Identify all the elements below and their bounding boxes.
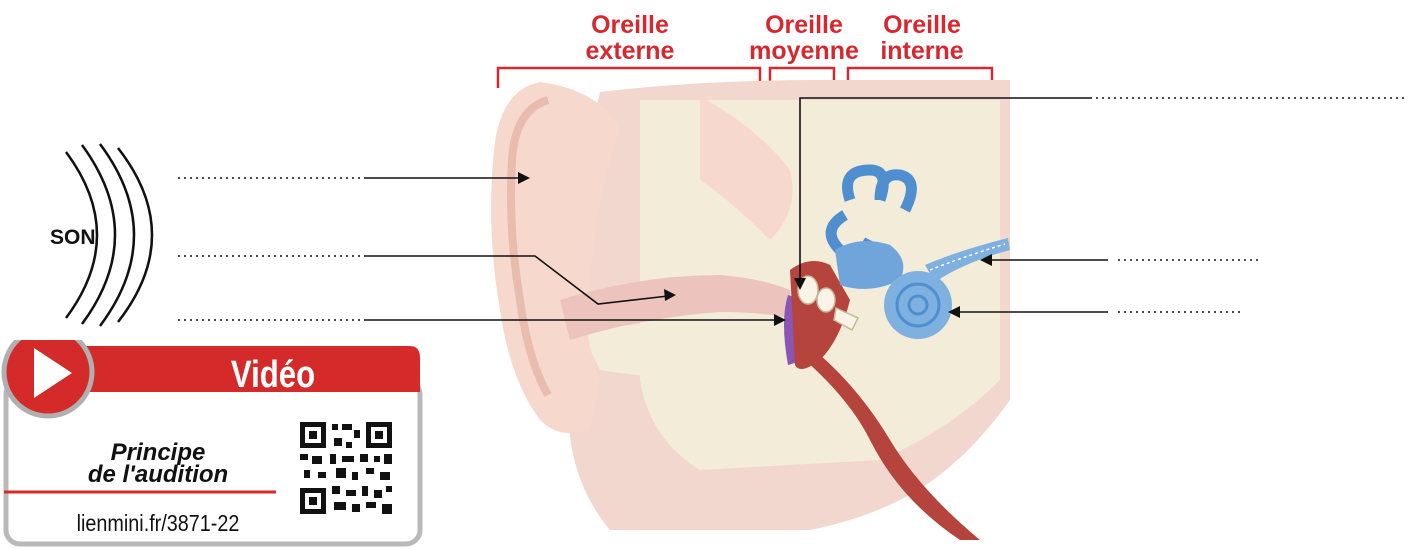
qr-code-icon xyxy=(298,420,394,516)
section-label-outer-ear: Oreille externe xyxy=(570,12,690,64)
video-link[interactable]: lienmini.fr/3871-22 xyxy=(57,510,260,537)
video-subtitle: Principe de l'audition xyxy=(40,442,276,486)
section-label-line1: Oreille xyxy=(570,12,690,38)
video-subtitle-line2: de l'audition xyxy=(40,464,276,486)
cochlea xyxy=(884,271,952,339)
video-title: Vidéo xyxy=(220,355,327,395)
section-label-line2: interne xyxy=(866,38,978,64)
section-label-line1: Oreille xyxy=(866,12,978,38)
section-label-line1: Oreille xyxy=(748,12,860,38)
sound-label: SON xyxy=(50,226,96,250)
section-label-line2: externe xyxy=(570,38,690,64)
vestibule xyxy=(835,241,903,289)
section-label-line2: moyenne xyxy=(748,38,860,64)
section-label-middle-ear: Oreille moyenne xyxy=(748,12,860,64)
section-label-inner-ear: Oreille interne xyxy=(866,12,978,64)
